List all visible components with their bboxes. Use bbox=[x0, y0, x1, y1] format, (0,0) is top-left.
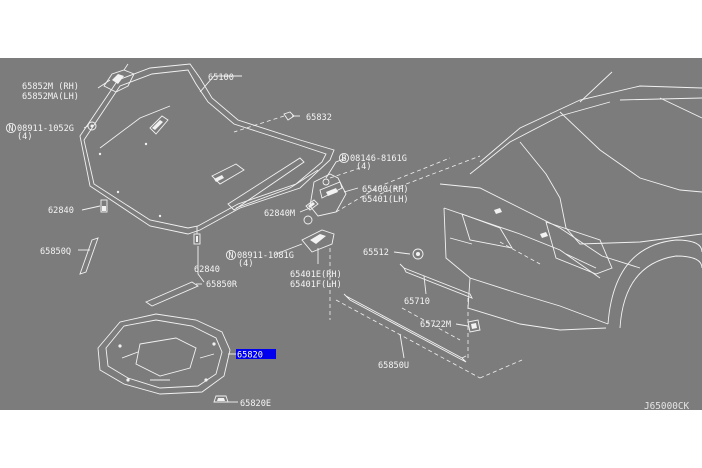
hood-panel bbox=[79, 63, 335, 235]
callout-08146-8161G-qty: (4) bbox=[356, 162, 372, 172]
hinge-bracket-part bbox=[301, 229, 335, 253]
callout-65852MA[interactable]: 65852MA(LH) bbox=[22, 92, 79, 102]
clip-08911-mid-part bbox=[303, 215, 313, 225]
callout-65401F[interactable]: 65401F(LH) bbox=[290, 280, 342, 290]
callout-65832[interactable]: 65832 bbox=[306, 113, 332, 123]
callout-65850Q[interactable]: 65850Q bbox=[40, 247, 71, 257]
marker-b: B bbox=[338, 152, 350, 164]
callout-65850R[interactable]: 65850R bbox=[206, 280, 238, 290]
hood-insulator-part bbox=[97, 313, 231, 395]
callout-65820E[interactable]: 65820E bbox=[240, 399, 271, 409]
vehicle-body bbox=[335, 71, 702, 379]
callout-65722M[interactable]: 65722M bbox=[420, 320, 451, 330]
hood-stay-bottom-part bbox=[193, 226, 201, 245]
marker-n-top-letter: N bbox=[8, 124, 13, 134]
marker-n-top: N bbox=[5, 122, 17, 134]
callout-08911-1052G-qty: (4) bbox=[17, 132, 33, 142]
callout-08146-8161G[interactable]: 08146-8161G bbox=[350, 154, 407, 164]
lock-cable-part bbox=[399, 263, 473, 299]
callout-65820-highlight-box bbox=[236, 349, 276, 359]
hood-hinge-part bbox=[309, 173, 347, 217]
diagram-background bbox=[0, 58, 702, 410]
callout-65401[interactable]: 65401(LH) bbox=[362, 195, 409, 205]
marker-n-mid-letter: N bbox=[228, 251, 233, 261]
callout-65850U[interactable]: 65850U bbox=[378, 361, 409, 371]
callout-08911-1081G[interactable]: 08911-1081G bbox=[237, 251, 294, 261]
callout-62840M[interactable]: 62840M bbox=[264, 209, 295, 219]
hood-bumper-part bbox=[103, 63, 135, 93]
callout-62840-bottom[interactable]: 62840 bbox=[194, 265, 220, 275]
marker-b-letter: B bbox=[341, 154, 346, 164]
seal-65850U-part bbox=[343, 293, 467, 363]
drawing-code: J65000CK bbox=[644, 401, 690, 410]
callout-65852M[interactable]: 65852M (RH) bbox=[22, 82, 79, 92]
callout-65512[interactable]: 65512 bbox=[363, 248, 389, 258]
hood-stay-left-part bbox=[100, 199, 108, 213]
seal-65850R-part bbox=[145, 281, 199, 307]
callout-65400[interactable]: 65400(RH) bbox=[362, 185, 409, 195]
lock-part bbox=[467, 319, 481, 333]
marker-n-mid: N bbox=[225, 249, 237, 261]
callout-65820-highlight[interactable]: 65820 bbox=[236, 349, 276, 361]
callout-65710[interactable]: 65710 bbox=[404, 297, 430, 307]
callout-65401E[interactable]: 65401E(RH) bbox=[290, 270, 342, 280]
callout-65100[interactable]: 65100 bbox=[208, 73, 234, 83]
callout-08911-1081G-qty: (4) bbox=[238, 259, 254, 269]
leader-lines bbox=[78, 75, 469, 403]
hood-stop-part bbox=[412, 248, 424, 260]
parts-diagram: 65852M (RH) 65852MA(LH) 65100 65832 N 08… bbox=[0, 58, 702, 410]
callout-08911-1052G[interactable]: 08911-1052G bbox=[17, 124, 74, 134]
callout-65820[interactable]: 65820 bbox=[237, 351, 263, 361]
callout-62840-left[interactable]: 62840 bbox=[48, 206, 74, 216]
callout-labels: 65852M (RH) 65852MA(LH) 65100 65832 N 08… bbox=[5, 73, 690, 410]
seal-65850Q-part bbox=[79, 237, 99, 275]
